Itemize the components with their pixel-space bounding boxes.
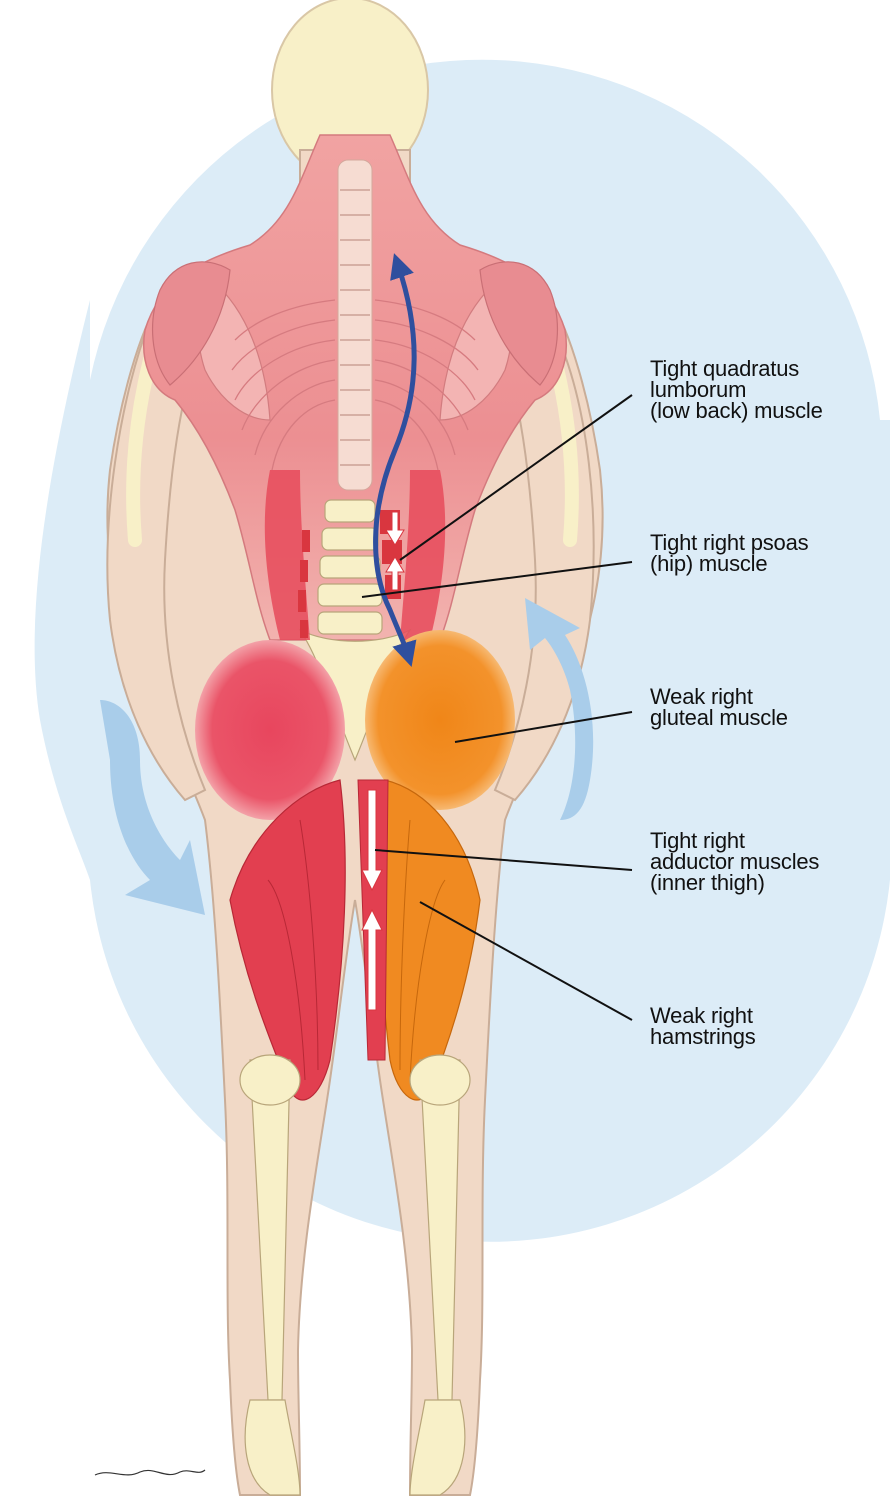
label-weak-right-hamstrings: Weak right hamstrings [650,1005,756,1047]
label-weak-right-gluteal: Weak right gluteal muscle [650,686,788,728]
artist-signature [95,1470,205,1475]
label-tight-right-adductor: Tight right adductor muscles (inner thig… [650,830,819,893]
label-tight-quadratus-lumborum: Tight quadratus lumborum (low back) musc… [650,358,823,421]
label-tight-right-psoas: Tight right psoas (hip) muscle [650,532,808,574]
